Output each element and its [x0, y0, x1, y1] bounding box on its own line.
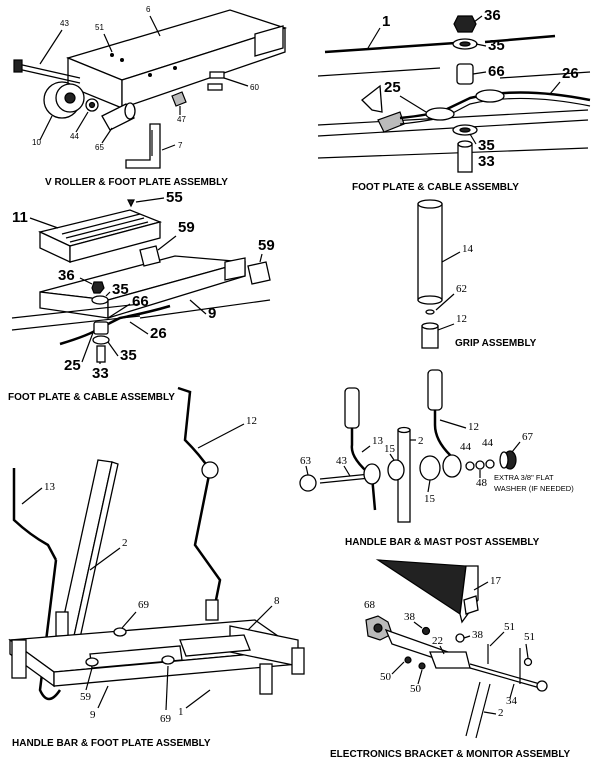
electronics-callouts: 17 68 38 38 22 51 51 50 50 34 2: [364, 575, 535, 719]
title-foot-plate-cable-left: FOOT PLATE & CABLE ASSEMBLY: [8, 392, 175, 403]
handle-bar-foot-plate-assembly: [8, 386, 305, 701]
callout: 25: [384, 79, 401, 96]
plate-left-callouts: 55 11 59 59 36 35 66 9 26 35 25 33: [12, 189, 275, 382]
callout: 15: [384, 443, 396, 455]
title-handle-bar-foot-plate: HANDLE BAR & FOOT PLATE ASSEMBLY: [12, 738, 211, 749]
callout: 63: [300, 455, 312, 467]
callout: 51: [504, 621, 515, 633]
frame-callouts: 12 13 2 8 69 59 9 69 1: [21, 415, 280, 725]
title-grip-assembly: GRIP ASSEMBLY: [455, 338, 537, 349]
callout: 47: [177, 115, 186, 124]
callout: 26: [562, 65, 579, 82]
callout: 38: [404, 611, 416, 623]
callout: 7: [178, 141, 183, 150]
callout: 33: [478, 153, 495, 170]
callout: 55: [166, 189, 183, 206]
callout: 12: [456, 313, 467, 325]
callout: 51: [524, 631, 535, 643]
callout: 15: [424, 493, 436, 505]
title-handle-bar-mast: HANDLE BAR & MAST POST ASSEMBLY: [345, 537, 540, 548]
callout: 2: [122, 537, 128, 549]
callout: 43: [60, 19, 69, 28]
callout: 48: [476, 477, 488, 489]
foot-plate-cable-assembly-left: [11, 199, 271, 363]
callout: 9: [208, 305, 216, 322]
callout: 67: [522, 431, 534, 443]
callout: 13: [44, 481, 56, 493]
v-roller-foot-plate-assembly: [13, 9, 288, 169]
handle-bar-mast-assembly: [299, 369, 517, 523]
foot-plate-cable-assembly-right: [317, 15, 591, 173]
callout: 13: [372, 435, 384, 447]
callout: 12: [246, 415, 257, 427]
callout: 9: [90, 709, 96, 721]
callout: 17: [490, 575, 502, 587]
callout: 51: [95, 23, 104, 32]
callout: 60: [250, 83, 259, 92]
callout: 65: [95, 143, 104, 152]
title-electronics-bracket: ELECTRONICS BRACKET & MONITOR ASSEMBLY: [330, 749, 571, 760]
callout: 8: [274, 595, 280, 607]
title-v-roller-assembly: V ROLLER & FOOT PLATE ASSEMBLY: [45, 177, 228, 188]
washer-note-line1: EXTRA 3/8" FLAT: [494, 473, 554, 482]
callout: 44: [460, 441, 472, 453]
callout: 2: [498, 707, 504, 719]
callout: 38: [472, 629, 484, 641]
callout: 26: [150, 325, 167, 342]
callout: 44: [482, 437, 494, 449]
title-foot-plate-cable-right: FOOT PLATE & CABLE ASSEMBLY: [352, 182, 519, 193]
electronics-bracket-monitor-assembly: [365, 559, 548, 739]
callout: 33: [92, 365, 109, 382]
mast-callouts: 12 67 13 2 44 44 63 43 15 15 48: [300, 419, 534, 505]
callout: 50: [410, 683, 422, 695]
callout: 66: [488, 63, 505, 80]
callout: 35: [120, 347, 137, 364]
callout: 43: [336, 455, 348, 467]
callout: 69: [160, 713, 172, 725]
callout: 59: [80, 691, 92, 703]
callout: 35: [112, 281, 129, 298]
callout: 68: [364, 599, 376, 611]
washer-note-line2: WASHER (IF NEEDED): [494, 484, 574, 493]
callout: 35: [478, 137, 495, 154]
callout: 44: [70, 132, 79, 141]
callout: 62: [456, 283, 467, 295]
callout: 10: [32, 138, 41, 147]
callout: 50: [380, 671, 392, 683]
callout: 6: [146, 5, 151, 14]
callout: 12: [468, 421, 479, 433]
callout: 59: [178, 219, 195, 236]
callout: 22: [432, 635, 443, 647]
callout: 11: [12, 209, 28, 226]
callout: 34: [506, 695, 518, 707]
callout: 1: [382, 13, 390, 30]
callout: 59: [258, 237, 275, 254]
v-roller-callouts: 43 51 6 60 10 44 65 47 7: [32, 5, 259, 152]
callout: 2: [418, 435, 424, 447]
callout: 69: [138, 599, 150, 611]
callout: 25: [64, 357, 81, 374]
cable-right-callouts: 1 36 35 66 26 25 35 33: [367, 7, 579, 170]
callout: 14: [462, 243, 474, 255]
callout: 35: [488, 37, 505, 54]
callout: 1: [178, 706, 184, 718]
callout: 66: [132, 293, 149, 310]
callout: 36: [58, 267, 75, 284]
callout: 36: [484, 7, 501, 24]
grip-callouts: 14 62 12: [435, 243, 474, 331]
grip-assembly: [417, 199, 443, 349]
